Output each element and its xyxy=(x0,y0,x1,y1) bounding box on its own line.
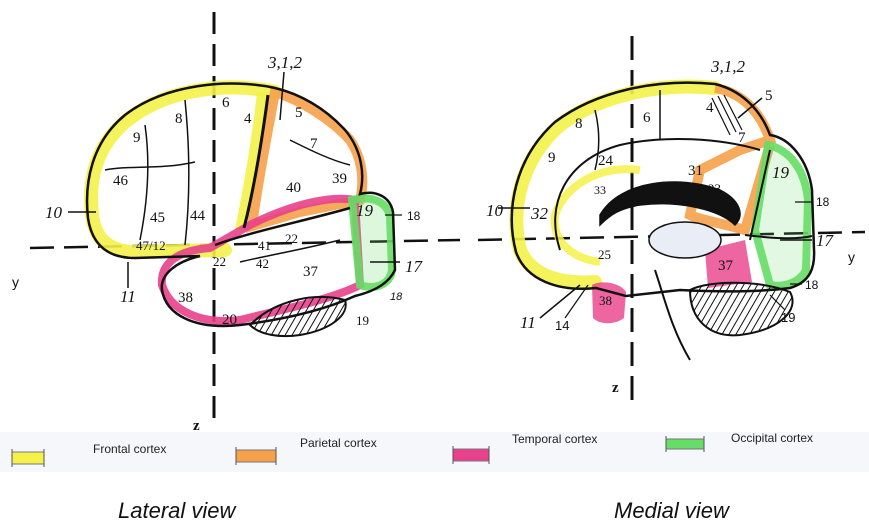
medial-view-diagram: 3,1,2 5 6 4 8 9 7 24 33 31 23 19 10 32 1… xyxy=(478,36,865,400)
parietal-legend-label: Parietal cortex xyxy=(300,436,377,450)
lateral-view-caption: Lateral view xyxy=(118,498,235,524)
lateral-label-11: 11 xyxy=(120,287,136,306)
medial-brainstem xyxy=(655,270,690,360)
lateral-cerebellum xyxy=(250,297,346,336)
lateral-sulcus-a xyxy=(140,125,148,240)
medial-label-8: 8 xyxy=(575,116,583,132)
lateral-label-47-12: 47/12 xyxy=(136,238,166,253)
temporal-swatch xyxy=(453,449,489,461)
lateral-label-17: 17 xyxy=(405,257,424,276)
medial-z-axis-label: z xyxy=(612,380,619,396)
medial-label-33: 33 xyxy=(594,183,606,197)
lateral-label-9: 9 xyxy=(133,130,141,146)
lateral-label-7: 7 xyxy=(310,136,318,152)
lateral-label-41: 41 xyxy=(258,238,271,253)
lateral-label-46: 46 xyxy=(113,173,129,189)
medial-label-4: 4 xyxy=(706,100,714,116)
lateral-label-18-lower: 18 xyxy=(390,291,403,303)
lateral-label-4: 4 xyxy=(244,111,252,127)
medial-label-38: 38 xyxy=(599,293,612,308)
medial-label-11: 11 xyxy=(520,313,536,332)
lateral-y-axis-label: y xyxy=(12,274,19,290)
medial-label-32: 32 xyxy=(530,204,549,223)
medial-label-6: 6 xyxy=(643,110,651,126)
lateral-label-6: 6 xyxy=(222,95,230,111)
parietal-swatch xyxy=(236,450,276,462)
lateral-label-42: 42 xyxy=(256,256,269,271)
medial-label-5: 5 xyxy=(765,88,773,104)
lateral-label-18: 18 xyxy=(407,209,421,223)
medial-label-18: 18 xyxy=(816,195,830,209)
occipital-legend-label: Occipital cortex xyxy=(731,431,813,445)
frontal-legend-label: Frontal cortex xyxy=(93,442,166,456)
medial-view-caption: Medial view xyxy=(614,498,729,524)
lateral-label-8: 8 xyxy=(175,111,183,127)
legend: Frontal cortex Parietal cortex Temporal … xyxy=(0,431,869,472)
occipital-swatch xyxy=(666,439,704,449)
lateral-label-19-lower: 19 xyxy=(356,313,369,328)
medial-label-9: 9 xyxy=(548,150,556,166)
lateral-label-37: 37 xyxy=(303,264,319,280)
lateral-label-39: 39 xyxy=(332,171,347,187)
lateral-label-40: 40 xyxy=(286,180,301,196)
temporal-legend-label: Temporal cortex xyxy=(512,432,597,446)
medial-label-17: 17 xyxy=(816,231,835,250)
lateral-label-22-upper: 22 xyxy=(285,231,298,246)
lateral-label-22-lower: 22 xyxy=(213,254,226,269)
lateral-label-38: 38 xyxy=(178,290,193,306)
lateral-label-3-1-2: 3,1,2 xyxy=(267,53,303,72)
medial-label-23: 23 xyxy=(708,181,721,196)
medial-label-3-1-2: 3,1,2 xyxy=(710,57,746,76)
frontal-swatch xyxy=(12,452,44,464)
medial-label-37: 37 xyxy=(718,258,734,274)
lateral-sulcus-b xyxy=(185,100,189,245)
medial-pointer-14 xyxy=(565,285,588,318)
medial-label-18-lower: 18 xyxy=(805,278,819,292)
medial-label-25: 25 xyxy=(598,247,611,262)
medial-pointer-11 xyxy=(540,285,580,318)
medial-label-24: 24 xyxy=(598,153,614,169)
medial-label-19-lower: 19 xyxy=(781,310,795,325)
lateral-label-20: 20 xyxy=(222,312,237,328)
lateral-label-19: 19 xyxy=(356,201,374,220)
lateral-label-44: 44 xyxy=(190,208,206,224)
lateral-view-diagram: 3,1,2 6 4 5 8 9 7 46 10 45 44 40 39 19 1… xyxy=(12,12,460,434)
lateral-sulcus-d xyxy=(290,140,350,165)
lateral-label-10: 10 xyxy=(45,203,63,222)
lateral-label-5: 5 xyxy=(295,105,303,121)
medial-cerebellum xyxy=(690,283,793,336)
medial-thalamus xyxy=(649,222,721,258)
medial-label-14: 14 xyxy=(555,318,569,333)
medial-label-31: 31 xyxy=(688,163,703,179)
lateral-label-45: 45 xyxy=(150,210,165,226)
medial-label-19: 19 xyxy=(772,163,790,182)
medial-label-7: 7 xyxy=(738,130,746,146)
lateral-sulcus-c xyxy=(105,162,195,170)
medial-label-10: 10 xyxy=(486,201,504,220)
medial-y-axis-label: y xyxy=(848,249,855,265)
lateral-z-axis-label: z xyxy=(193,418,200,434)
